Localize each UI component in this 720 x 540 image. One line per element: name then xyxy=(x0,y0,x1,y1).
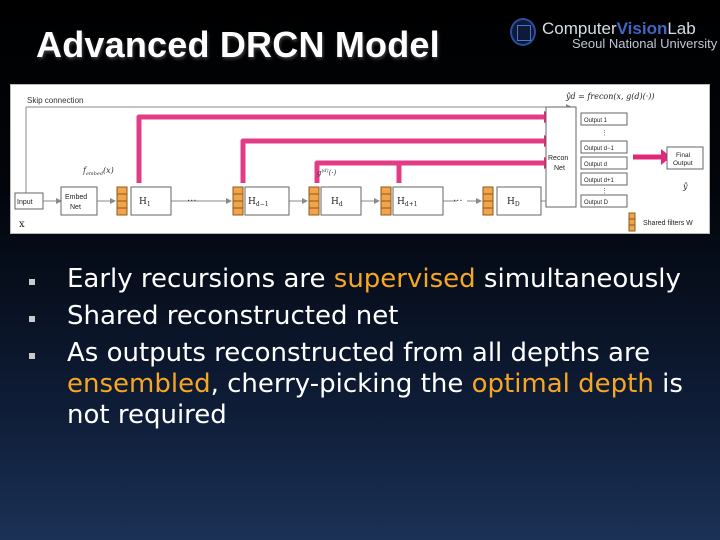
g-d-label: g(d)(·) xyxy=(317,167,337,177)
highlight-ensembled: ensembled xyxy=(67,369,211,399)
recon-net-label-line2: Net xyxy=(554,165,565,172)
output-list: Output 1 ⋮ Output d−1 Output d Output d+… xyxy=(580,112,628,208)
lab-name-part2: Vision xyxy=(616,19,668,38)
recon-net-label-line1: Recon xyxy=(548,155,568,162)
final-output-label-line1: Final xyxy=(676,152,691,159)
output-d-1-label: Output d−1 xyxy=(584,146,615,152)
output-d-label: Output d xyxy=(584,162,607,168)
final-output-variable: ŷ xyxy=(682,182,688,191)
final-output-box xyxy=(666,146,704,170)
drcn-diagram: Skip connection Input x xyxy=(10,84,710,234)
f-embed-label: fembed(x) xyxy=(82,166,114,177)
svg-text:Hd−1: Hd−1 xyxy=(248,197,269,208)
lab-name-part3: Lab xyxy=(667,19,696,38)
h-block-d+1: Hd+1 xyxy=(380,186,444,216)
svg-text:⋮: ⋮ xyxy=(601,188,608,195)
recon-formula: ŷd = frecon(x, g(d)(·)) xyxy=(565,92,655,101)
lab-logo: ComputerVisionLab Seoul National Univers… xyxy=(510,18,717,54)
path-hd-1 xyxy=(240,138,544,183)
input-variable: x xyxy=(19,219,25,230)
svg-text:Hd+1: Hd+1 xyxy=(397,197,418,208)
drcn-diagram-svg: Skip connection Input x xyxy=(14,92,704,232)
lab-name-part1: Computer xyxy=(542,19,617,38)
lab-name: ComputerVisionLab xyxy=(542,19,696,39)
path-h1 xyxy=(136,114,544,183)
h-block-d: Hd xyxy=(308,186,362,216)
h-block-D: HD xyxy=(482,186,542,216)
university-seal-icon xyxy=(510,18,536,46)
ellipsis-2: ··· xyxy=(453,196,463,207)
university-name: Seoul National University xyxy=(572,36,718,51)
input-label: Input xyxy=(17,199,33,206)
bullet-item: As outputs reconstructed from all depths… xyxy=(14,338,704,431)
highlight-optimal-depth: optimal depth xyxy=(471,369,654,399)
bullet-item: Shared reconstructed net xyxy=(14,301,704,332)
final-output-arrowhead xyxy=(661,149,671,165)
h-block-d-1: Hd−1 xyxy=(232,186,290,216)
output-d+1-label: Output d+1 xyxy=(584,178,615,184)
recon-net-box xyxy=(545,106,577,208)
bullet-list: Early recursions are supervised simultan… xyxy=(14,264,704,437)
bullet-item: Early recursions are supervised simultan… xyxy=(14,264,704,295)
slide-title: Advanced DRCN Model xyxy=(36,24,440,65)
svg-text:HD: HD xyxy=(507,197,520,208)
embed-net-label-line2: Net xyxy=(70,204,81,211)
ellipsis-1: ··· xyxy=(187,196,197,207)
svg-text:⋮: ⋮ xyxy=(601,130,608,137)
embed-net-label-line1: Embed xyxy=(65,194,87,201)
final-output-label-line2: Output xyxy=(673,160,693,167)
path-hd+1 xyxy=(396,160,471,183)
h-block-1: H1 xyxy=(116,186,172,216)
highlight-supervised: supervised xyxy=(333,264,476,294)
output-D-label: Output D xyxy=(584,200,609,206)
shared-filters-label: Shared filters W xyxy=(643,220,693,227)
output-1-label: Output 1 xyxy=(584,118,608,124)
supervision-paths xyxy=(136,114,544,183)
skip-connection-label: Skip connection xyxy=(27,96,83,105)
shared-filters-icon xyxy=(628,212,636,232)
svg-text:Hd: Hd xyxy=(331,197,343,208)
svg-text:H1: H1 xyxy=(139,197,151,208)
path-hd xyxy=(314,160,544,183)
embed-net-box xyxy=(60,186,98,216)
